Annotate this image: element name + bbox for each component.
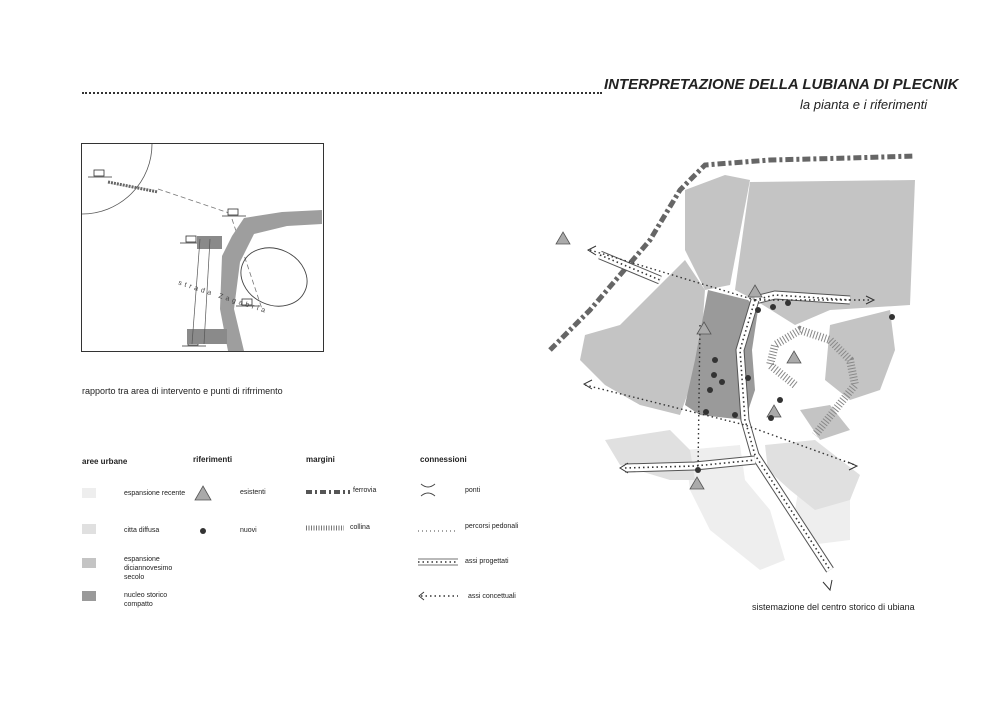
planned-axis-icon [418,558,458,566]
new-reference-marker [777,397,783,403]
hill-symbol-icon [306,525,344,531]
page-subtitle: la pianta e i riferimenti [800,97,928,112]
inset-block [187,329,227,344]
existing-reference-marker [555,231,571,245]
new-reference-icon [200,528,206,534]
railway-margin [548,153,916,352]
legend-connection-label: percorsi pedonali [465,523,519,530]
new-reference-marker [712,357,718,363]
new-reference-marker [745,375,751,381]
planned-axis [753,290,851,305]
conceptual-axis-arrow [619,462,629,474]
new-reference-marker [703,409,709,415]
legend-margins-heading: margini [306,455,335,464]
legend-swatch-diffuse [82,524,96,534]
main-map [548,153,916,592]
legend-connection-label: ponti [465,487,481,494]
pedestrian-path-icon [418,530,456,532]
bridge-symbol-icon [420,483,436,497]
area-19c-expansion [685,175,750,290]
inset-reference-arc [82,144,153,215]
inset-building-icon [222,208,246,217]
inset-road [203,238,211,345]
legend-urban-label: nucleo storico compatto [124,592,168,608]
existing-reference-marker [766,404,782,418]
inset-road [191,238,201,345]
title-leader-dots [82,82,602,94]
legend-reference-label: esistenti [240,489,266,496]
new-reference-marker [755,307,761,313]
legend-urban-label: espansione recente [124,490,186,497]
new-reference-marker [719,379,725,385]
conceptual-axis-arrow [822,579,833,592]
inset-map: strada Zagabria [81,143,324,352]
conceptual-axis-arrow [865,295,876,305]
area-19c-expansion [735,180,915,325]
page-title: INTERPRETAZIONE DELLA LUBIANA DI PLECNIK [604,76,959,93]
area-diffuse-city [605,430,695,480]
legend-swatch-19c [82,558,96,568]
existing-reference-marker [696,321,712,335]
planned-axis [624,455,756,473]
new-reference-marker [768,415,774,421]
existing-reference-marker [786,350,802,364]
new-reference-marker [770,304,776,310]
inset-map-drawing [82,144,322,351]
inset-caption: rapporto tra area di intervento e punti … [82,386,283,396]
area-recent-expansion [685,445,785,570]
legend-swatch-recent [82,488,96,498]
legend-margin-label: collina [350,524,370,531]
conceptual-axis-arrow [847,461,859,471]
existing-reference-icon [194,485,212,501]
planned-axis [735,298,834,573]
area-19c-expansion [580,260,705,415]
legend-urban-heading: aree urbane [82,457,128,466]
legend-margin-label: ferrovia [353,487,377,494]
conceptual-axis-arrow [582,379,593,390]
new-reference-marker [889,314,895,320]
inset-railway [107,180,159,194]
legend-urban-label: espansione diciannovesimo secolo [124,556,173,581]
new-reference-marker [711,372,717,378]
new-reference-marker [695,467,701,473]
legend-urban-label: citta diffusa [124,527,160,534]
new-reference-marker [707,387,713,393]
railway-symbol-icon [306,490,350,494]
conceptual-axis-icon [418,591,458,601]
legend-connection-label: assi concettuali [468,593,516,600]
planned-axis [598,250,662,285]
inset-building-icon [88,169,112,178]
inset-sightline [157,188,233,215]
legend-swatch-historic [82,591,96,601]
inset-river [220,210,322,351]
legend-references-heading: riferimenti [193,455,233,464]
area-19c-expansion [800,405,850,440]
legend-connections-heading: connessioni [420,455,467,464]
existing-reference-marker [747,284,763,298]
inset-intervention-area [240,247,308,307]
legend-connection-label: assi progettati [465,558,509,565]
legend-reference-label: nuovi [240,527,257,534]
new-reference-marker [785,300,791,306]
area-19c-expansion [825,310,895,400]
conceptual-axis [584,249,870,471]
conceptual-axis-arrow [586,245,597,256]
existing-reference-marker [689,476,705,490]
main-map-caption: sistemazione del centro storico di ubian… [752,602,915,612]
new-reference-marker [732,412,738,418]
inset-building-icon [236,298,260,307]
